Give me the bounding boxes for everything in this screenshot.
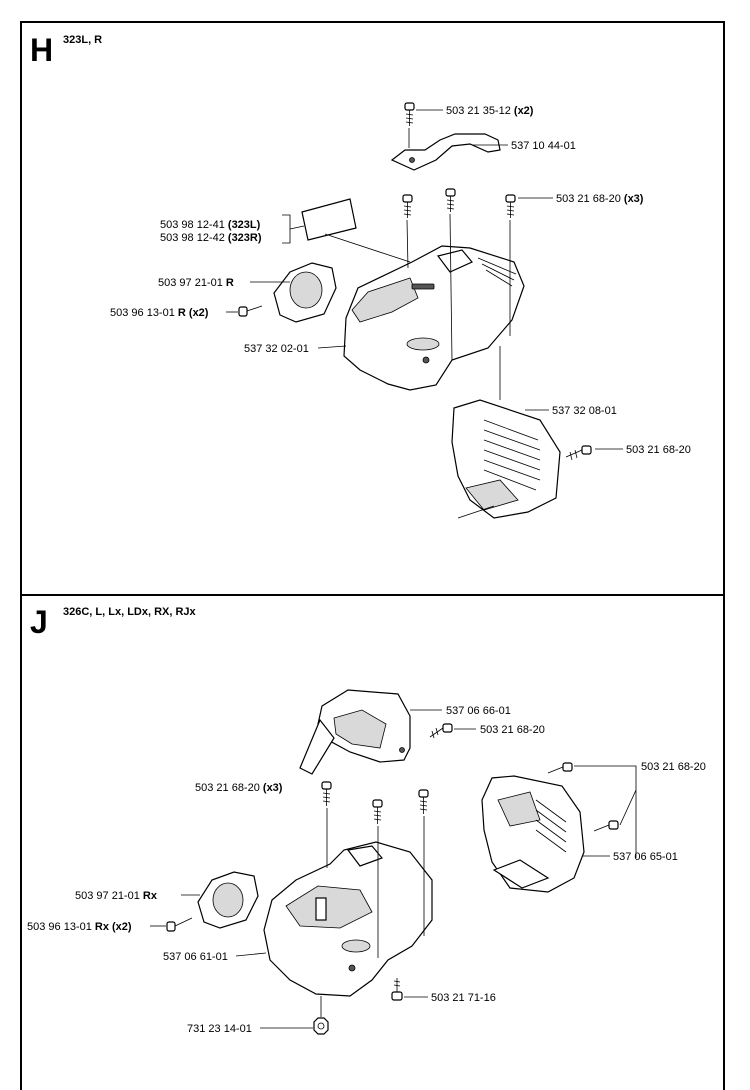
section-h-models: 323L, R <box>63 34 103 46</box>
part-label: 537 06 66-01 <box>446 705 511 717</box>
part-label: 503 98 12-42 (323R) <box>160 232 262 244</box>
starter-housing-part <box>481 775 585 893</box>
small-cover-part <box>390 133 501 171</box>
part-label: 537 32 02-01 <box>244 343 309 355</box>
screw-icon <box>391 978 403 1001</box>
part-label: 503 21 68-20 <box>641 761 706 773</box>
section-j-letter: J <box>30 604 48 640</box>
screw-icon <box>402 194 413 218</box>
decal-part <box>301 198 357 241</box>
part-label: 503 98 12-41 (323L) <box>160 219 261 231</box>
part-label: 503 97 21-01 R <box>158 277 234 289</box>
nut-icon <box>313 1017 329 1035</box>
main-cover-part <box>343 245 525 391</box>
screw-icon <box>418 789 429 814</box>
part-label: 503 21 68-20 (x3) <box>556 193 644 205</box>
starter-housing-part <box>451 399 561 519</box>
screw-icon <box>429 723 453 739</box>
fuel-cap-part <box>273 262 337 323</box>
part-label: 537 32 08-01 <box>552 405 617 417</box>
part-label: 537 06 65-01 <box>613 851 678 863</box>
part-label: 731 23 14-01 <box>187 1023 252 1035</box>
part-label: 503 97 21-01 Rx <box>75 890 158 902</box>
screw-icon <box>505 194 516 218</box>
part-label: 503 21 68-20 (x3) <box>195 782 283 794</box>
main-cover-part <box>263 841 433 997</box>
cylinder-cover-part <box>299 689 411 775</box>
screw-icon <box>404 102 415 126</box>
screw-icon <box>565 445 592 461</box>
part-label: 503 21 71-16 <box>431 992 496 1004</box>
section-j-models: 326C, L, Lx, LDx, RX, RJx <box>63 606 196 618</box>
part-label: 503 21 35-12 (x2) <box>446 105 534 117</box>
screw-icon <box>166 917 193 932</box>
part-label: 503 21 68-20 <box>626 444 691 456</box>
screw-icon <box>238 305 263 317</box>
section-h-letter: H <box>30 32 54 68</box>
section-divider <box>20 594 725 596</box>
screw-icon <box>321 781 332 806</box>
fuel-cap-part <box>197 871 259 929</box>
screw-icon <box>372 799 383 824</box>
screw-icon <box>547 762 573 774</box>
diagram-frame <box>20 21 725 1090</box>
part-label: 537 10 44-01 <box>511 140 576 152</box>
part-label: 503 96 13-01 R (x2) <box>110 307 209 319</box>
part-label: 537 06 61-01 <box>163 951 228 963</box>
screw-icon <box>445 188 456 212</box>
part-label: 503 96 13-01 Rx (x2) <box>27 921 132 933</box>
part-label: 503 21 68-20 <box>480 724 545 736</box>
screw-icon <box>593 820 619 832</box>
